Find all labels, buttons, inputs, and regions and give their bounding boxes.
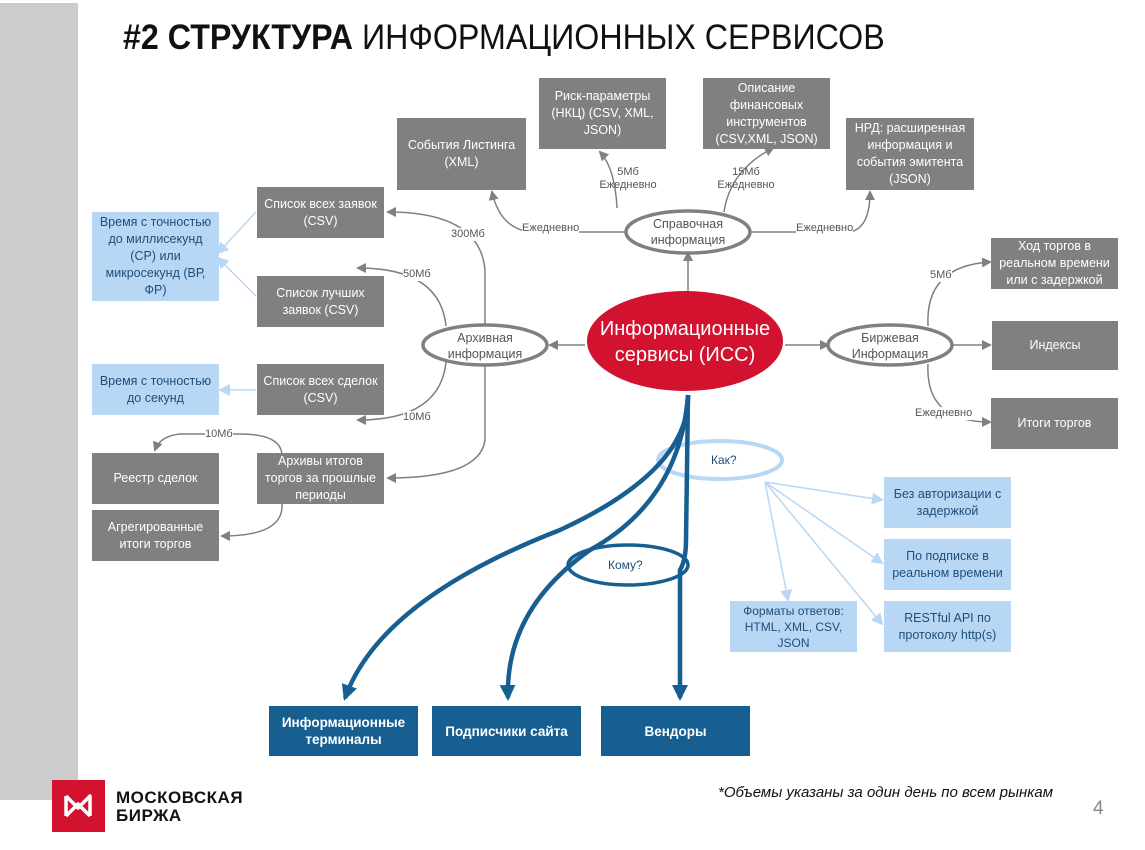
box-indexes: Индексы — [992, 321, 1118, 370]
footnote: *Объемы указаны за один день по всем рын… — [718, 784, 1054, 801]
box-instrument-description: Описание финансовых инструментов (CSV,XM… — [703, 78, 830, 149]
exchange-hub: Биржевая Информация — [832, 330, 948, 362]
center-node-line2: сервисы (ИСС) — [614, 344, 756, 366]
archive-oval — [421, 323, 549, 367]
archive-line1: Архивная — [457, 331, 513, 345]
reference-line1: Справочная — [652, 217, 723, 231]
box-info-terminals: Информационные терминалы — [269, 706, 418, 756]
box-all-orders: Список всех заявок (CSV) — [257, 187, 384, 238]
page-number: 4 — [1093, 798, 1104, 819]
archive-line2: информация — [447, 347, 523, 361]
exchange-oval — [826, 323, 954, 367]
box-vendors: Вендоры — [601, 706, 750, 756]
arrow-to-all-trades — [356, 361, 447, 425]
label-results-freq: Ежедневно — [915, 407, 973, 420]
reference-line2: информация — [650, 233, 726, 247]
how-oval — [656, 439, 784, 481]
left-decor-bar — [0, 3, 78, 800]
box-listing-events: События Листинга (XML) — [397, 118, 526, 190]
center-oval — [587, 291, 783, 391]
reference-oval — [624, 209, 752, 255]
page-title: #2 СТРУКТУРА ИНФОРМАЦИОННЫХ СЕРВИСОВ — [123, 18, 885, 58]
arrow-to-terminals — [341, 394, 691, 701]
whom-oval — [566, 543, 690, 587]
label-best-orders-size: 50Мб — [403, 268, 431, 281]
arrow-to-aggregated — [220, 503, 283, 541]
box-site-subscribers: Подписчики сайта — [432, 706, 581, 756]
center-node-label: Информационные сервисы (ИСС) — [587, 316, 783, 368]
title-bold: #2 СТРУКТУРА — [123, 18, 354, 57]
exchange-line2: Информация — [851, 347, 929, 361]
label-listing-freq: Ежедневно — [522, 222, 580, 235]
box-ms-precision: Время с точностью до миллисекунд (СР) ил… — [92, 212, 219, 301]
label-risk-size: 5Мб — [617, 166, 639, 178]
logo-line1: МОСКОВСКАЯ — [116, 788, 244, 807]
box-trading-archives: Архивы итогов торгов за прошлые периоды — [257, 453, 384, 504]
exchange-line1: Биржевая — [861, 331, 919, 345]
label-all-trades-size: 10Мб — [403, 411, 431, 424]
arrow-to-best-orders — [356, 263, 447, 327]
box-all-trades: Список всех сделок (CSV) — [257, 364, 384, 415]
label-registry-size: 10Мб — [205, 428, 233, 441]
center-node-line1: Информационные — [599, 318, 771, 340]
box-trade-registry: Реестр сделок — [92, 453, 219, 504]
label-all-orders-size: 300Мб — [451, 228, 485, 241]
archive-hub: Архивная информация — [427, 330, 543, 362]
label-progress-size: 5Мб — [930, 269, 952, 282]
box-aggregated-results: Агрегированные итоги торгов — [92, 510, 219, 561]
box-no-auth: Без авторизации с задержкой — [884, 477, 1011, 528]
arrow-to-description — [723, 147, 775, 213]
box-sec-precision: Время с точностью до секунд — [92, 364, 219, 415]
label-desc-size: 15Мб — [732, 166, 760, 178]
label-desc: 15Мб Ежедневно — [716, 166, 776, 192]
moex-logo-icon — [52, 780, 105, 832]
label-risk-freq: Ежедневно — [599, 179, 657, 191]
box-risk-parameters: Риск-параметры (НКЦ) (CSV, XML, JSON) — [539, 78, 666, 149]
box-response-formats: Форматы ответов: HTML, XML, CSV, JSON — [730, 601, 857, 652]
logo-line2: БИРЖА — [116, 806, 182, 825]
box-restful-api: RESTful API по протоколу http(s) — [884, 601, 1011, 652]
box-subscription: По подписке в реальном времени — [884, 539, 1011, 590]
box-nrd: НРД: расширенная информация и события эм… — [846, 118, 974, 190]
arrow-to-risk — [598, 150, 618, 209]
label-desc-freq: Ежедневно — [717, 179, 775, 191]
arrow-to-archives — [386, 362, 486, 483]
reference-hub: Справочная информация — [630, 216, 746, 248]
box-best-orders: Список лучших заявок (CSV) — [257, 276, 384, 327]
how-question: Как? — [711, 453, 737, 467]
label-risk: 5Мб Ежедневно — [598, 166, 658, 192]
label-nrd-freq: Ежедневно — [796, 222, 854, 235]
whom-question: Кому? — [608, 558, 643, 572]
box-trading-results: Итоги торгов — [991, 398, 1118, 449]
title-rest: ИНФОРМАЦИОННЫХ СЕРВИСОВ — [361, 18, 885, 57]
box-trading-progress: Ход торгов в реальном времени или с заде… — [991, 238, 1118, 289]
moex-logo-text: МОСКОВСКАЯ БИРЖА — [116, 789, 243, 825]
